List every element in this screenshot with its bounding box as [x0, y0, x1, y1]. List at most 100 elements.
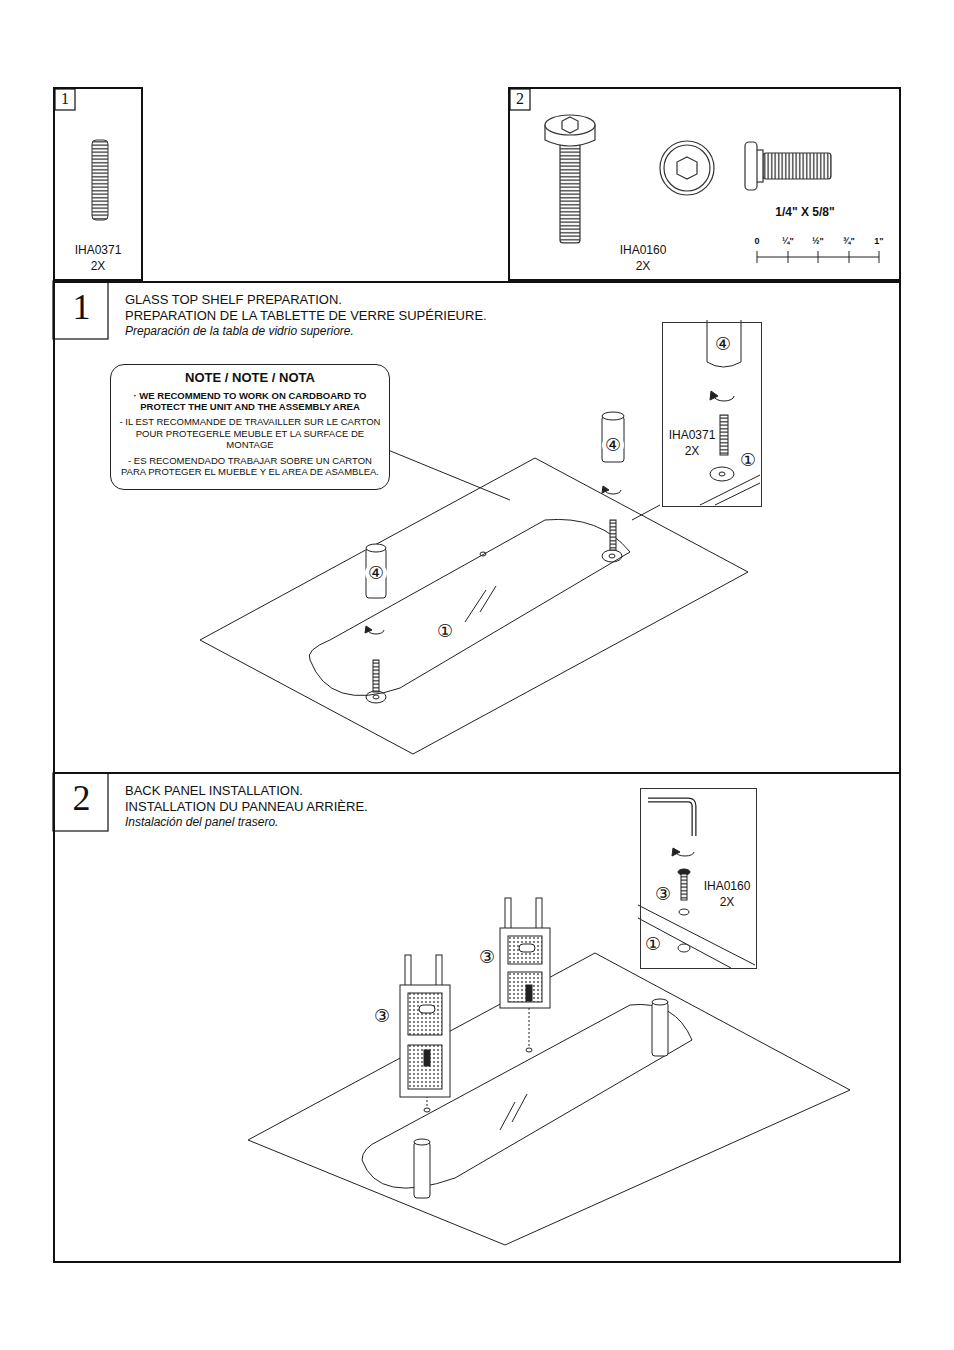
shelf-hole — [602, 550, 622, 562]
bolt-drawings — [545, 115, 831, 243]
step-number: 1 — [55, 287, 108, 328]
step2-detail — [638, 787, 755, 968]
note-box: NOTE / NOTE / NOTA· WE RECOMMEND TO WORK… — [110, 364, 390, 490]
callout-number: ① — [642, 934, 664, 955]
shelf-hole — [609, 554, 615, 558]
step-number: 2 — [510, 90, 530, 108]
part-number-box — [510, 89, 530, 110]
hex-socket — [562, 117, 578, 133]
hex-socket — [677, 157, 697, 179]
scale-mark: 0 — [747, 237, 767, 247]
shelf-hole — [526, 1048, 532, 1052]
scale-tick — [879, 251, 880, 263]
step-title: Preparación de la tabla de vidrio superi… — [125, 325, 354, 339]
standoff-cylinder — [414, 1142, 430, 1198]
step-number-box — [53, 281, 108, 339]
bolt — [526, 985, 532, 1001]
callout-number: ④ — [365, 563, 387, 583]
step-panel: IHA01602X③①2BACK PANEL INSTALLATION.INST… — [53, 772, 901, 1263]
scale-tick — [788, 251, 789, 263]
detail-inset: IHA01602X③① — [640, 788, 757, 969]
standoff-cylinder — [652, 1002, 668, 1056]
allen-key — [648, 800, 694, 836]
callout-number: ③ — [371, 1006, 393, 1026]
quantity: 2X — [55, 260, 141, 274]
perforated-area — [508, 936, 542, 964]
rotate-arrow — [710, 391, 718, 400]
note-text: - ES RECOMENDADO TRABAJAR SOBRE UN CARTO… — [117, 455, 383, 478]
glass-edge — [638, 905, 755, 965]
detail-inset: ④IHA03712X① — [662, 322, 762, 507]
step-number: 2 — [55, 778, 108, 819]
shelf-hole — [366, 691, 386, 703]
shelf-hole — [424, 1108, 430, 1112]
shelf-hole — [719, 472, 725, 476]
callout-number: ④ — [711, 334, 735, 355]
glass-shelf — [309, 519, 630, 695]
allen-key — [648, 800, 694, 836]
glass-edge — [715, 483, 760, 505]
part-number: IHA0160 — [588, 244, 698, 258]
standoff-cylinder — [602, 416, 624, 462]
detail-ground — [638, 787, 755, 968]
perforated-area — [408, 1045, 442, 1089]
glass-reflection — [480, 586, 496, 612]
note-text: - IL EST RECOMMANDE DE TRAVAILLER SUR LE… — [117, 416, 383, 450]
shelf-hole — [480, 552, 486, 556]
scale-mark: ¼" — [778, 237, 798, 247]
leader-line — [632, 505, 660, 520]
threaded-rod — [373, 660, 379, 692]
bolt-shank — [560, 140, 580, 243]
back-panel — [500, 928, 550, 1008]
hardware-panel: 1IHA0371 2X — [53, 87, 143, 281]
leader-line — [388, 450, 510, 500]
scale-tick — [757, 251, 758, 263]
part-number: IHA0371 — [663, 429, 721, 443]
rotate-arrow — [365, 626, 372, 633]
glass-reflection — [500, 1102, 515, 1130]
rotate-arrow — [672, 848, 680, 856]
hardware-panel: 2IHA01602X1/4" X 5/8" — [508, 87, 901, 281]
threaded-rod — [720, 415, 728, 455]
shelf-hole — [373, 695, 379, 699]
note-text: · WE RECOMMEND TO WORK ON CARDBOARD TO P… — [117, 390, 383, 413]
scale-ruler — [757, 251, 879, 263]
callout-number: ① — [737, 450, 759, 471]
threaded-rod — [610, 520, 616, 550]
panel-slot — [519, 944, 535, 952]
part-number: IHA0371 — [55, 244, 141, 258]
bolt-shank — [681, 874, 687, 900]
bolt-head — [545, 115, 595, 135]
callout-number: ① — [434, 621, 456, 641]
detail-ground — [660, 320, 760, 505]
threaded-rod — [92, 140, 108, 220]
quantity: 2X — [588, 260, 698, 274]
perforated-area — [408, 993, 442, 1035]
part-number: IHA0160 — [698, 880, 756, 894]
shelf-hole — [678, 944, 690, 952]
step1-detail — [660, 320, 760, 505]
step-title: GLASS TOP SHELF PREPARATION. — [125, 293, 342, 308]
standoff-cylinder — [707, 320, 741, 367]
step-number: 1 — [55, 90, 75, 108]
panel-hole — [679, 909, 689, 915]
callout-number: ④ — [602, 435, 624, 455]
standoff-cylinder — [602, 412, 624, 420]
step-title: BACK PANEL INSTALLATION. — [125, 784, 303, 799]
perforated-area — [508, 972, 542, 1002]
callout-number: ③ — [476, 947, 498, 967]
scale-mark: 1" — [869, 237, 889, 247]
back-panel — [400, 985, 450, 1097]
glass-edge — [638, 918, 731, 968]
bolt — [424, 1050, 430, 1066]
shelf-hole — [710, 467, 734, 481]
step-title: PREPARATION DE LA TABLETTE DE VERRE SUPÉ… — [125, 309, 487, 324]
scale-tick — [818, 251, 819, 263]
step2-hardware — [414, 999, 668, 1198]
standoff-cylinder — [652, 999, 668, 1005]
scale-mark: ½" — [808, 237, 828, 247]
scale-tick — [849, 251, 850, 263]
step-number-box — [53, 773, 108, 831]
